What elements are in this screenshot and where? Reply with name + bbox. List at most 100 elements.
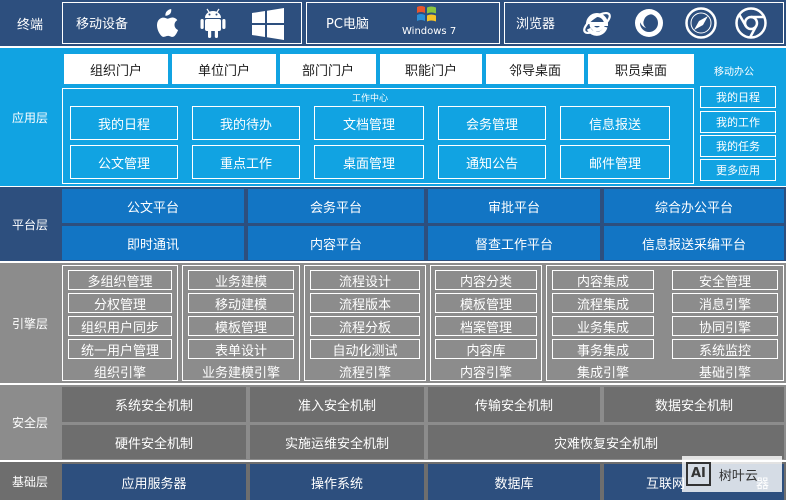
android-icon	[200, 8, 226, 38]
engine-flow-branch[interactable]: 流程分板	[310, 316, 420, 336]
work-item-notice[interactable]: 通知公告	[438, 145, 546, 179]
engine-delegation[interactable]: 分权管理	[68, 293, 172, 313]
security-disaster-recovery[interactable]: 灾难恢复安全机制	[428, 425, 784, 459]
platform-layer-label: 平台层	[11, 217, 48, 232]
engine-business-modeling[interactable]: 业务建模	[188, 270, 294, 290]
portal-staff-desktop[interactable]: 职员桌面	[588, 54, 694, 84]
portal-department[interactable]: 部门门户	[280, 54, 376, 84]
base-layer-label: 基础层	[11, 474, 48, 489]
application-layer-label: 应用层	[11, 110, 48, 125]
ie-icon	[583, 11, 611, 36]
work-item-meeting-management[interactable]: 会务管理	[438, 106, 546, 140]
engine-form-design[interactable]: 表单设计	[188, 339, 294, 359]
terminal-mobile-section	[62, 2, 302, 44]
work-item-mail-management[interactable]: 邮件管理	[560, 145, 670, 179]
windows7-icon	[417, 6, 436, 22]
engine-layer-label: 引擎层	[11, 316, 48, 331]
platform-official-doc[interactable]: 公文平台	[62, 189, 244, 223]
platform-supervision[interactable]: 督查工作平台	[428, 226, 600, 260]
terminal-browser-section	[504, 2, 784, 44]
platform-info-report-editing[interactable]: 信息报送采编平台	[604, 226, 784, 260]
portal-unit[interactable]: 单位门户	[172, 54, 276, 84]
engine-system-monitor[interactable]: 系统监控	[672, 339, 778, 359]
firefox-icon	[635, 9, 663, 37]
engine-archive-mgmt[interactable]: 档案管理	[435, 316, 537, 336]
engine-flow-integration[interactable]: 流程集成	[552, 293, 654, 313]
terminal-layer-label: 终端	[16, 17, 43, 33]
apple-icon	[157, 9, 179, 37]
work-item-my-schedule[interactable]: 我的日程	[70, 106, 178, 140]
base-os[interactable]: 操作系统	[250, 464, 424, 500]
windows7-logo-text: Windows 7	[402, 26, 457, 37]
base-database[interactable]: 数据库	[428, 464, 600, 500]
engine-security-mgmt[interactable]: 安全管理	[672, 270, 778, 290]
work-center-title: 工作中心	[352, 94, 389, 104]
engine-group-org	[62, 265, 178, 381]
engine-unified-user[interactable]: 统一用户管理	[68, 339, 172, 359]
engine-modeling-footer: 业务建模引擎	[201, 365, 280, 381]
security-hardware[interactable]: 硬件安全机制	[62, 425, 246, 459]
base-app-server[interactable]: 应用服务器	[62, 464, 246, 500]
engine-user-sync[interactable]: 组织用户同步	[68, 316, 172, 336]
security-access[interactable]: 准入安全机制	[250, 387, 424, 422]
engine-template-mgmt[interactable]: 模板管理	[188, 316, 294, 336]
work-center-panel	[62, 88, 694, 184]
engine-content-footer: 内容引擎	[459, 365, 512, 381]
platform-approval[interactable]: 审批平台	[428, 189, 600, 223]
platform-general-office[interactable]: 综合办公平台	[604, 189, 784, 223]
engine-content-integration[interactable]: 内容集成	[552, 270, 654, 290]
engine-band	[0, 263, 786, 383]
engine-message[interactable]: 消息引擎	[672, 293, 778, 313]
security-ops[interactable]: 实施运维安全机制	[250, 425, 424, 459]
engine-auto-test[interactable]: 自动化测试	[310, 339, 420, 359]
platform-meeting[interactable]: 会务平台	[248, 189, 424, 223]
work-item-my-todo[interactable]: 我的待办	[192, 106, 300, 140]
terminal-pc-section	[306, 2, 500, 44]
security-layer-label: 安全层	[11, 416, 48, 430]
platform-content[interactable]: 内容平台	[248, 226, 424, 260]
work-item-desktop-management[interactable]: 桌面管理	[314, 145, 424, 179]
watermark: AI 树叶云	[682, 456, 782, 492]
engine-flow-design[interactable]: 流程设计	[310, 270, 420, 290]
engine-content-template[interactable]: 模板管理	[435, 293, 537, 313]
portal-function[interactable]: 职能门户	[380, 54, 482, 84]
engine-content-category[interactable]: 内容分类	[435, 270, 537, 290]
safari-icon	[685, 7, 717, 39]
browser-label: 浏览器	[516, 17, 556, 32]
engine-mobile-modeling[interactable]: 移动建模	[188, 293, 294, 313]
engine-group-content	[430, 265, 542, 381]
work-item-key-work[interactable]: 重点工作	[192, 145, 300, 179]
work-item-official-doc[interactable]: 公文管理	[70, 145, 178, 179]
portal-org[interactable]: 组织门户	[64, 54, 168, 84]
mobile-item-my-work[interactable]: 我的工作	[700, 111, 776, 133]
work-item-info-report[interactable]: 信息报送	[560, 106, 670, 140]
engine-business-integration[interactable]: 业务集成	[552, 316, 654, 336]
engine-workflow-footer: 流程引擎	[338, 365, 391, 381]
engine-group-modeling	[182, 265, 300, 381]
engine-base-footer: 基础引擎	[698, 365, 751, 381]
engine-org-footer: 组织引擎	[93, 365, 146, 381]
engine-content-repo[interactable]: 内容库	[435, 339, 537, 359]
mobile-item-my-schedule[interactable]: 我的日程	[700, 86, 776, 108]
engine-transaction-integration[interactable]: 事务集成	[552, 339, 654, 359]
base-internet-label: 互联网	[646, 476, 686, 492]
security-data[interactable]: 数据安全机制	[604, 387, 784, 422]
engine-multi-org[interactable]: 多组织管理	[68, 270, 172, 290]
engine-group-workflow	[304, 265, 426, 381]
work-item-document-management[interactable]: 文档管理	[314, 106, 424, 140]
security-system[interactable]: 系统安全机制	[62, 387, 246, 422]
pc-label: PC电脑	[326, 17, 369, 32]
engine-collaboration[interactable]: 协同引擎	[672, 316, 778, 336]
platform-instant-messaging[interactable]: 即时通讯	[62, 226, 244, 260]
watermark-logo: AI	[686, 462, 711, 486]
mobile-office-title: 移动办公	[714, 67, 754, 78]
mobile-item-more-apps[interactable]: 更多应用	[700, 159, 776, 181]
security-transmission[interactable]: 传输安全机制	[428, 387, 600, 422]
mobile-item-my-task[interactable]: 我的任务	[700, 135, 776, 157]
engine-group-integration	[546, 265, 784, 381]
portal-leader-desktop[interactable]: 邻导桌面	[486, 54, 584, 84]
engine-flow-version[interactable]: 流程版本	[310, 293, 420, 313]
watermark-text: 树叶云	[718, 468, 758, 484]
chrome-icon	[735, 7, 767, 39]
windows-icon	[252, 8, 284, 40]
